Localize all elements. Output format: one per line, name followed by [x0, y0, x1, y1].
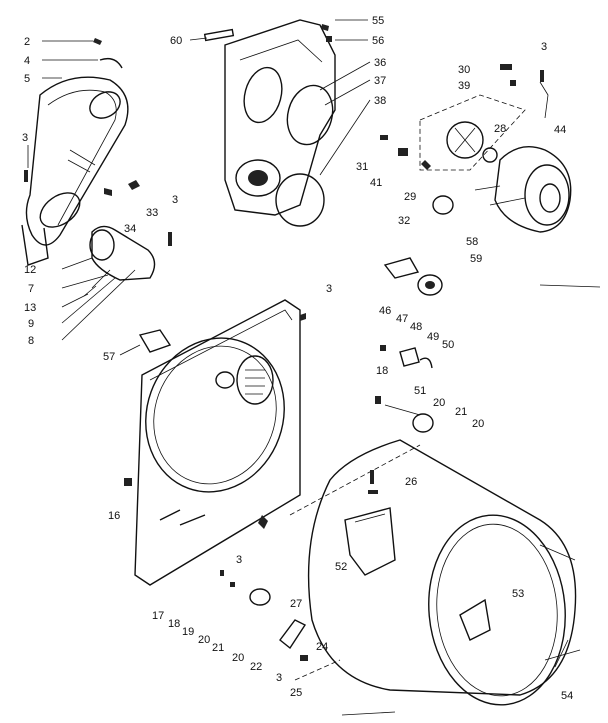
rear-support-parts	[220, 570, 341, 681]
callout-22: 22	[250, 661, 262, 673]
callout-57: 57	[103, 351, 115, 363]
callout-3: 3	[326, 283, 332, 295]
callout-3: 3	[276, 672, 282, 684]
callout-20: 20	[472, 418, 484, 430]
callout-18: 18	[168, 618, 180, 630]
callout-37: 37	[374, 75, 386, 87]
callout-32: 32	[398, 215, 410, 227]
callout-16: 16	[108, 510, 120, 522]
callout-56: 56	[372, 35, 384, 47]
callout-20: 20	[433, 397, 445, 409]
callout-24: 24	[316, 641, 328, 653]
callout-7: 7	[28, 283, 34, 295]
callout-20: 20	[232, 652, 244, 664]
callout-34: 34	[124, 223, 136, 235]
leader-lines	[27, 19, 601, 668]
callout-33: 33	[146, 207, 158, 219]
callout-59: 59	[470, 253, 482, 265]
callout-46: 46	[379, 305, 391, 317]
callout-3: 3	[172, 194, 178, 206]
callout-26: 26	[405, 476, 417, 488]
callout-27: 27	[290, 598, 302, 610]
blower-motor-assembly	[380, 64, 572, 233]
drum	[289, 439, 581, 706]
callout-3: 3	[236, 554, 242, 566]
duct-assembly	[203, 19, 336, 227]
callout-9: 9	[28, 318, 34, 330]
callout-48: 48	[410, 321, 422, 333]
callout-52: 52	[335, 561, 347, 573]
callout-44: 44	[554, 124, 566, 136]
callout-55: 55	[372, 15, 384, 27]
callout-30: 30	[458, 64, 470, 76]
callout-3: 3	[541, 41, 547, 53]
callout-39: 39	[458, 80, 470, 92]
callout-20: 20	[198, 634, 210, 646]
callout-labels: 2 4 5 3 3 33 34 12 7 13 9 8 60 55 56 36 …	[22, 15, 573, 702]
callout-2: 2	[24, 36, 30, 48]
callout-49: 49	[427, 331, 439, 343]
callout-8: 8	[28, 335, 34, 347]
callout-51: 51	[414, 385, 426, 397]
callout-54: 54	[561, 690, 573, 702]
callout-17: 17	[152, 610, 164, 622]
roller-support-parts	[375, 257, 443, 433]
callout-41: 41	[370, 177, 382, 189]
callout-4: 4	[24, 55, 30, 67]
callout-53: 53	[512, 588, 524, 600]
belt-cover-assembly	[21, 38, 172, 297]
callout-21: 21	[212, 642, 224, 654]
callout-12: 12	[24, 264, 36, 276]
callout-25: 25	[290, 687, 302, 699]
callout-28: 28	[494, 123, 506, 135]
callout-19: 19	[182, 626, 194, 638]
front-bulkhead	[124, 299, 306, 586]
callout-29: 29	[404, 191, 416, 203]
callout-31: 31	[356, 161, 368, 173]
callout-5: 5	[24, 73, 30, 85]
callout-50: 50	[442, 339, 454, 351]
callout-60: 60	[170, 35, 182, 47]
callout-36: 36	[374, 57, 386, 69]
callout-47: 47	[396, 313, 408, 325]
callout-18: 18	[376, 365, 388, 377]
callout-38: 38	[374, 95, 386, 107]
callout-3: 3	[22, 132, 28, 144]
callout-13: 13	[24, 302, 36, 314]
edge-scan-line	[341, 711, 396, 716]
callout-21: 21	[455, 406, 467, 418]
callout-58: 58	[466, 236, 478, 248]
